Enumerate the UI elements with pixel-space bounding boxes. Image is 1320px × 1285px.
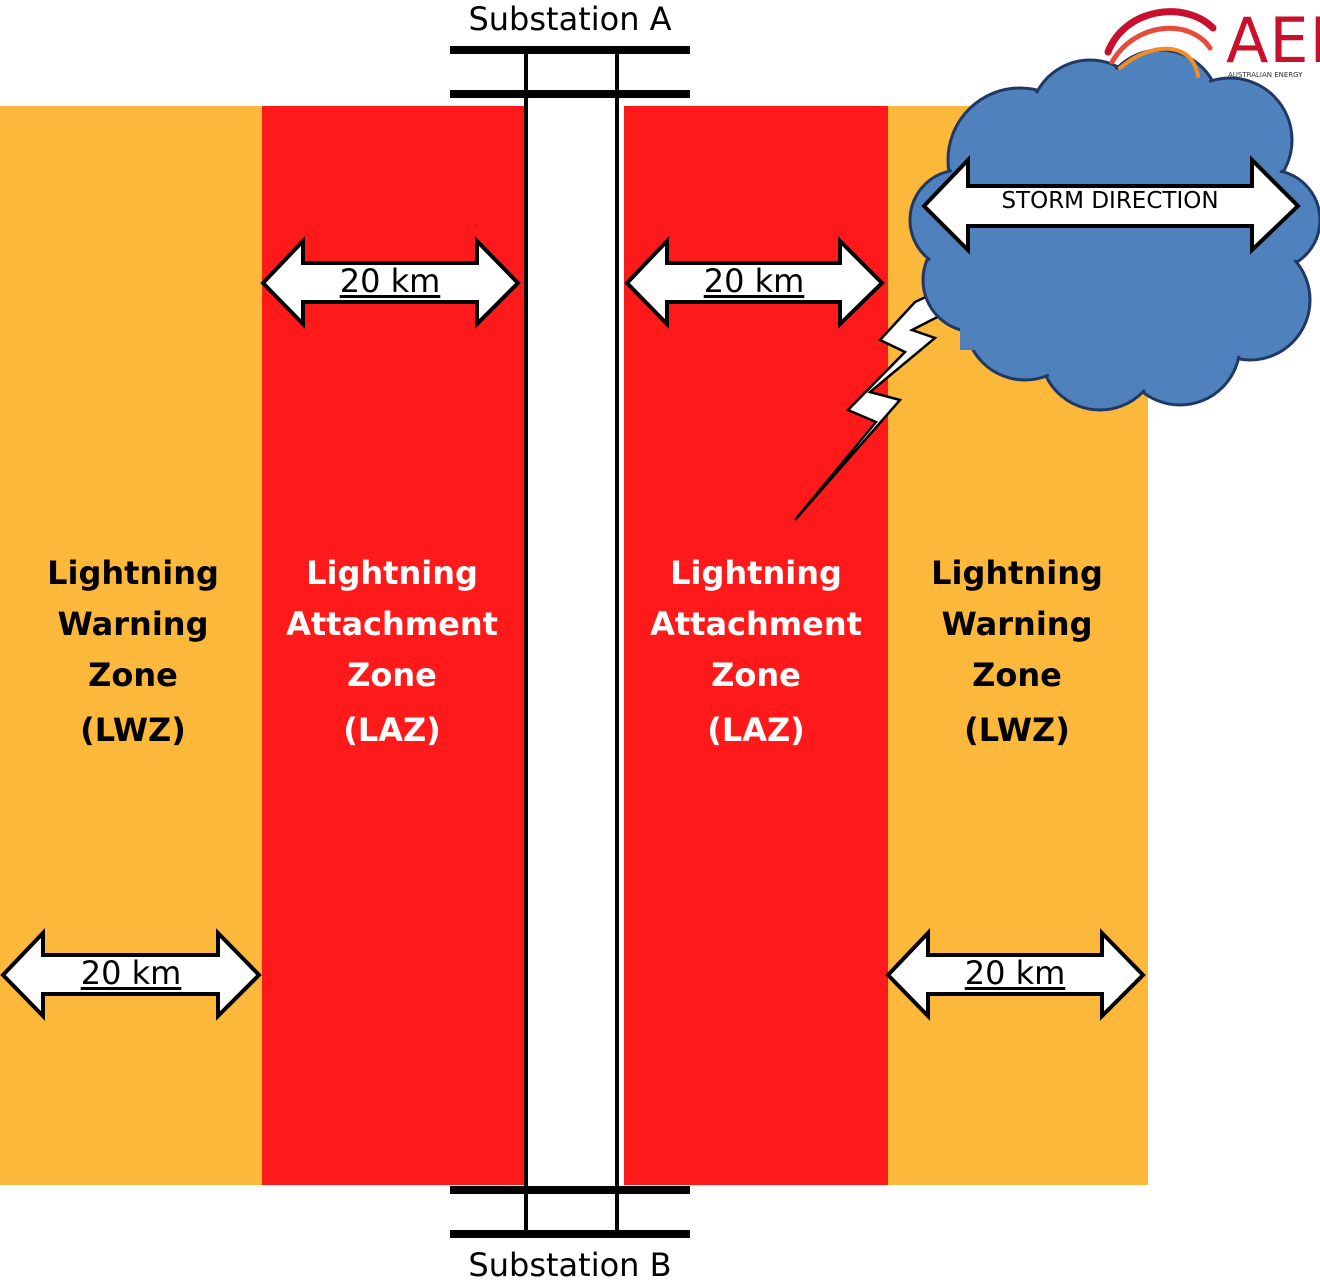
logo-subtext: AUSTRALIAN ENERGY	[1228, 71, 1303, 79]
distance-arrow-laz-right	[624, 236, 885, 329]
warning-zone-right-label: Lightning Warning Zone (LWZ)	[931, 554, 1103, 749]
substation-a-label: Substation A	[468, 0, 672, 38]
distance-label-laz-left: 20 km	[339, 262, 441, 300]
distance-label-laz-right: 20 km	[703, 262, 805, 300]
substation-b-busbar	[450, 1186, 690, 1238]
transmission-line	[524, 48, 619, 1232]
distance-label-lwz-right: 20 km	[964, 954, 1066, 992]
attachment-zone-left-label: Lightning Attachment Zone (LAZ)	[286, 554, 498, 749]
transmission-corridor	[524, 106, 624, 1185]
storm-direction-label: STORM DIRECTION	[1001, 188, 1219, 214]
logo-text: AEM	[1226, 4, 1320, 77]
distance-arrow-lwz-left	[0, 928, 262, 1021]
substation-a-busbar	[450, 46, 690, 98]
substation-b-label: Substation B	[468, 1246, 672, 1284]
aemo-logo-mark	[1104, 8, 1217, 78]
distance-arrow-laz-left	[260, 236, 521, 329]
attachment-zone-right-label: Lightning Attachment Zone (LAZ)	[650, 554, 862, 749]
storm-direction-arrow	[921, 155, 1301, 255]
distance-arrow-lwz-right	[885, 928, 1146, 1021]
distance-label-lwz-left: 20 km	[80, 954, 182, 992]
warning-zone-left-label: Lightning Warning Zone (LWZ)	[47, 554, 219, 749]
lightning-bolt	[794, 286, 995, 521]
